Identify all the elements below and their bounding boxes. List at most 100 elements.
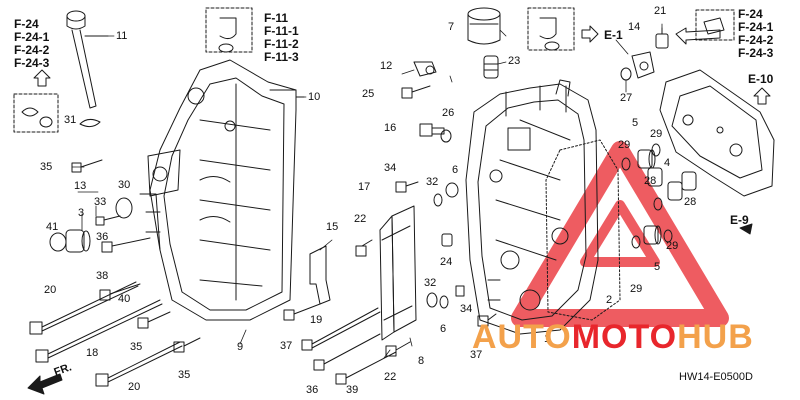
callout-29-a: 29 (618, 139, 631, 151)
callout-23: 23 (508, 55, 521, 67)
ref-arrow-mid (205, 7, 253, 53)
watermark-part-auto: AUTO (472, 318, 572, 356)
callout-12: 12 (380, 60, 393, 72)
ref-code-e1: E-1 (604, 28, 623, 42)
bolt-17 (395, 181, 419, 193)
long-bolt-20-top (29, 281, 139, 335)
callout-7: 7 (448, 21, 455, 33)
ref-code-e10: E-10 (748, 72, 774, 86)
sensor-12 (413, 61, 437, 77)
callout-27: 27 (620, 92, 633, 104)
seal-30 (115, 197, 133, 219)
callout-18: 18 (86, 347, 99, 359)
watermark-logo: AUTOMOTOHUB (472, 318, 754, 357)
callout-2: 2 (606, 294, 613, 306)
long-bolt-20-bottom (95, 341, 183, 387)
oring-29-b (651, 143, 661, 157)
cap-4 (647, 167, 663, 187)
callout-25: 25 (362, 88, 375, 100)
front-arrow (27, 373, 63, 395)
callout-6-b: 6 (440, 323, 447, 335)
washer-27 (620, 67, 632, 81)
callout-24: 24 (440, 256, 453, 268)
callout-6-a: 6 (452, 164, 459, 176)
ref-arrow-topright (675, 9, 735, 45)
bolt-25 (401, 85, 431, 99)
callout-37-a: 37 (280, 340, 293, 352)
callout-1: 1 (544, 333, 551, 345)
ref-code-e9: E-9 (730, 213, 749, 227)
oring-29-e (663, 229, 673, 243)
callout-14: 14 (628, 21, 641, 33)
orings-32-6-bottom (426, 292, 449, 309)
callout-31: 31 (64, 114, 77, 126)
head-cover-left (139, 59, 305, 321)
bolt-35-bottom (173, 337, 201, 353)
bearing-assy-3 (49, 229, 91, 253)
callout-36-b: 36 (306, 384, 319, 396)
dowel-34-bottom (455, 285, 465, 297)
sensor-14 (631, 51, 655, 79)
callout-30: 30 (118, 179, 131, 191)
long-bolt-18 (35, 299, 163, 363)
callout-35-b: 35 (130, 341, 143, 353)
bolt-35-mid (137, 311, 171, 329)
dowel-24 (441, 233, 453, 247)
callout-8: 8 (418, 355, 425, 367)
ref-codes-mid: F-11 F-11-1 F-11-2 F-11-3 (264, 11, 299, 64)
callout-28-a: 28 (644, 175, 657, 187)
bolt-19 (301, 307, 381, 351)
oil-filler-cap (66, 10, 109, 109)
callout-5-b: 5 (654, 261, 661, 273)
leader-lines (71, 23, 663, 359)
ref-codes-topleft: F-24 F-24-1 F-24-2 F-24-3 (14, 17, 50, 70)
callout-37-b: 37 (470, 349, 483, 361)
nipple-23 (483, 55, 499, 79)
callout-35-c: 35 (178, 369, 191, 381)
switch-16 (419, 123, 445, 137)
bolt-22-top (355, 239, 373, 257)
callout-20-b: 20 (128, 381, 141, 393)
plug-21 (655, 27, 669, 49)
cylinder-head-right (465, 79, 599, 335)
callout-16: 16 (384, 122, 397, 134)
callout-15: 15 (326, 221, 339, 233)
callout-32-a: 32 (426, 176, 439, 188)
oring-29-c (653, 197, 663, 211)
callout-29-b: 29 (650, 128, 663, 140)
callout-39: 39 (346, 384, 359, 396)
callout-20-a: 20 (44, 284, 57, 296)
callout-29-c: 29 (666, 240, 679, 252)
diagram-code: HW14-E0500D (679, 371, 753, 383)
callout-3: 3 (78, 207, 85, 219)
callout-33: 33 (94, 196, 107, 208)
bolt-37-right (477, 313, 497, 327)
ref-arrow-e9 (739, 223, 753, 235)
callout-10: 10 (308, 91, 321, 103)
callout-21: 21 (654, 5, 667, 17)
oring-29-a (621, 157, 631, 171)
clip-31 (79, 118, 101, 128)
bolt-37-left (283, 303, 321, 321)
cap-28-b (681, 171, 697, 191)
bolt-36 (313, 333, 381, 371)
callout-4: 4 (664, 157, 671, 169)
callout-5-a: 5 (632, 117, 639, 129)
watermark-part-hub: HUB (677, 318, 754, 356)
callout-38: 38 (96, 270, 109, 282)
callout-11: 11 (116, 30, 128, 42)
ref-arrow-topleft (13, 69, 59, 133)
watermark-triangle (511, 141, 729, 327)
callout-19: 19 (310, 314, 323, 326)
bolt-33 (95, 215, 121, 226)
bolt-22-bottom (385, 341, 411, 357)
callout-36: 36 (96, 231, 109, 243)
oil-filter (467, 7, 501, 45)
callout-22-b: 22 (384, 371, 397, 383)
callout-13: 13 (74, 180, 87, 192)
cap-5-bottom (643, 225, 662, 245)
ref-arrow-e1 (527, 7, 599, 51)
callout-35-a: 35 (40, 161, 53, 173)
